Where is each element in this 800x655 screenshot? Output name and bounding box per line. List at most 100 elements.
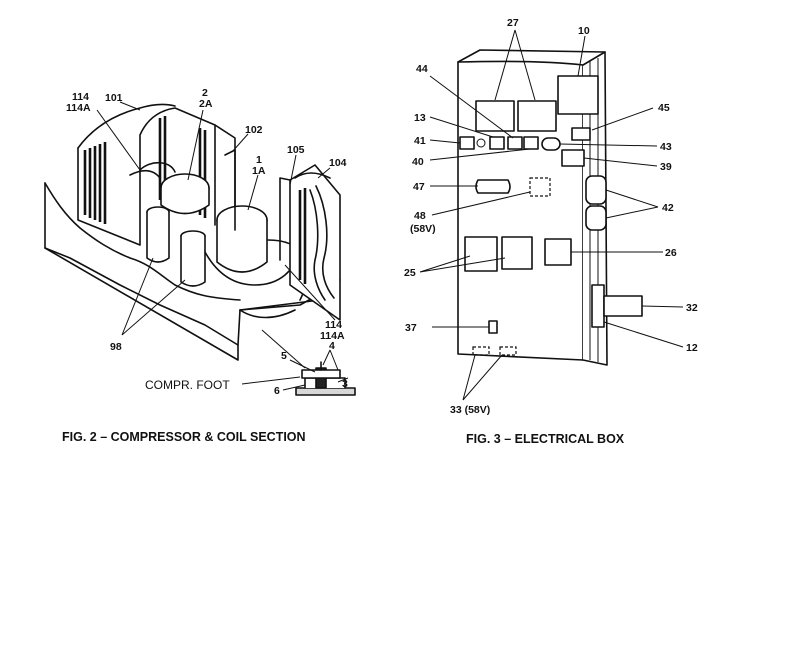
label-48: 48 xyxy=(414,210,426,222)
fig2-caption: FIG. 2 – COMPRESSOR & COIL SECTION xyxy=(62,430,306,444)
part-37 xyxy=(488,320,498,334)
fig3-drawing xyxy=(457,49,643,366)
label-6: 6 xyxy=(274,385,280,397)
label-48-58v: (58V) xyxy=(410,223,436,235)
terminal-13 xyxy=(489,136,505,150)
leader-13 xyxy=(429,116,494,138)
leader-102 xyxy=(231,133,249,153)
label-39: 39 xyxy=(660,161,672,173)
terminal-40 xyxy=(523,136,539,150)
leader-3 xyxy=(337,377,349,383)
component-26 xyxy=(544,238,572,266)
control-board-10 xyxy=(557,75,599,115)
label-25: 25 xyxy=(404,267,416,279)
leader-compressor-foot-link xyxy=(261,329,306,369)
label-1: 1 xyxy=(256,154,262,166)
leader-43 xyxy=(559,143,658,147)
fuse-43 xyxy=(541,137,561,151)
label-104: 104 xyxy=(329,157,347,169)
terminal-41 xyxy=(459,136,475,150)
label-2: 2 xyxy=(202,87,208,99)
left-coil-frame xyxy=(77,107,216,246)
part-12 xyxy=(591,284,605,328)
leader-10 xyxy=(577,35,586,77)
label-37: 37 xyxy=(405,322,417,334)
accumulator-right-body xyxy=(180,235,206,287)
label-98: 98 xyxy=(110,341,122,353)
right-coil-frame xyxy=(289,164,341,321)
option-33-left xyxy=(472,346,490,356)
leader-6 xyxy=(282,384,306,391)
leader-5 xyxy=(289,359,316,373)
fig3-labels: 27 10 44 45 13 41 43 40 39 47 42 48 (58V… xyxy=(404,17,698,446)
leader-41 xyxy=(429,139,461,144)
label-1a: 1A xyxy=(252,165,266,177)
block-39 xyxy=(561,149,585,167)
bracket-102 xyxy=(224,149,236,231)
leader-4 xyxy=(322,349,339,371)
label-2a: 2A xyxy=(199,98,213,110)
leader-44 xyxy=(429,75,514,139)
right-coil-tube-a xyxy=(309,189,326,301)
leader-12 xyxy=(603,321,684,348)
label-102: 102 xyxy=(245,124,263,136)
compressor-1-body xyxy=(216,219,268,273)
leader-33 xyxy=(462,354,503,401)
tubing-base xyxy=(239,309,296,319)
label-45: 45 xyxy=(658,102,670,114)
base-pan-curve xyxy=(44,182,241,301)
fig3-leaders xyxy=(419,29,684,401)
rear-coil-fins xyxy=(158,116,207,218)
label-114a-bottom: 114A xyxy=(320,330,345,342)
part-32 xyxy=(603,295,643,317)
label-114: 114 xyxy=(72,91,89,103)
leader-101 xyxy=(119,101,141,111)
leader-2 xyxy=(187,109,204,181)
option-48-outline xyxy=(529,177,551,197)
label-13: 13 xyxy=(414,112,426,124)
fig2-labels: 114 114A 101 2 2A 102 1 1A 105 104 98 11… xyxy=(62,87,348,444)
component-42-lower xyxy=(585,205,607,231)
terminal-screw-a xyxy=(476,138,486,148)
leader-25 xyxy=(419,255,506,273)
leader-114-top xyxy=(96,109,141,171)
label-101: 101 xyxy=(105,92,123,104)
compressor-2-body xyxy=(160,187,210,215)
fig2-leaders xyxy=(96,101,349,391)
leader-114-bottom xyxy=(284,264,336,321)
tubing-left xyxy=(129,161,176,179)
foot-washer xyxy=(301,369,341,379)
label-33: 33 (58V) xyxy=(450,404,490,416)
capacitor-47 xyxy=(475,179,511,194)
left-coil-fins xyxy=(83,142,107,224)
base-pan-bottom xyxy=(44,247,239,346)
label-42: 42 xyxy=(662,202,674,214)
right-coil-tube-b xyxy=(315,185,335,299)
label-40: 40 xyxy=(412,156,424,168)
contactor-25-right xyxy=(501,236,533,270)
foot-base-plate xyxy=(295,387,356,396)
leader-40 xyxy=(429,148,531,161)
leader-1 xyxy=(247,174,259,211)
contactor-25-left xyxy=(464,236,498,272)
leader-compr-foot xyxy=(241,376,301,385)
leader-105 xyxy=(289,154,297,186)
label-114-bottom: 114 xyxy=(325,319,342,331)
leader-98 xyxy=(121,257,186,336)
relay-27-right xyxy=(517,100,557,132)
label-44: 44 xyxy=(416,63,428,75)
label-27: 27 xyxy=(507,17,519,29)
leader-104 xyxy=(317,167,331,179)
right-coil-top xyxy=(294,172,331,179)
fig2-drawing xyxy=(44,103,356,396)
label-26: 26 xyxy=(665,247,677,259)
option-33-right xyxy=(499,346,517,356)
label-compr-foot: COMPR. FOOT xyxy=(145,378,230,392)
label-3: 3 xyxy=(342,378,348,390)
label-43: 43 xyxy=(660,141,672,153)
leader-32 xyxy=(641,305,684,308)
right-coil-fins xyxy=(298,188,307,284)
leader-48 xyxy=(431,191,531,216)
